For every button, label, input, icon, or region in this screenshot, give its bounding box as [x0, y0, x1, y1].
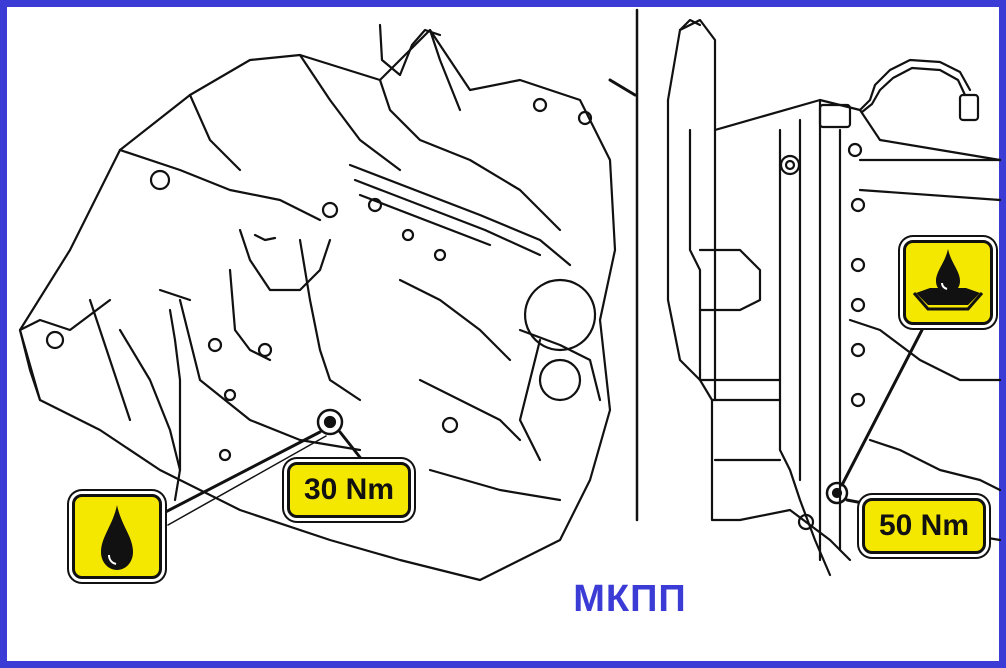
oil-pan-icon: [912, 249, 984, 311]
drain-bolt-right: [825, 481, 849, 505]
leader-line-right-oil: [840, 328, 924, 487]
diagram-caption: МКПП: [573, 578, 687, 620]
oil-drop-badge: [72, 494, 162, 579]
torque-label-left: 30 Nm: [287, 462, 411, 518]
leader-line-left-oil: [148, 430, 322, 522]
torque-left-text: 30 Nm: [303, 473, 395, 506]
oil-pan-badge: [903, 240, 993, 325]
oil-drop-icon: [101, 505, 133, 570]
drain-bolt-left: [316, 408, 344, 436]
right-gearbox-drawing: [666, 18, 1002, 577]
left-gearbox-drawing: [18, 23, 637, 582]
drain-bolt-right-center: [831, 487, 843, 499]
drain-bolt-left-center: [323, 415, 337, 429]
torque-right-text: 50 Nm: [878, 509, 970, 542]
torque-label-right: 50 Nm: [862, 498, 986, 554]
